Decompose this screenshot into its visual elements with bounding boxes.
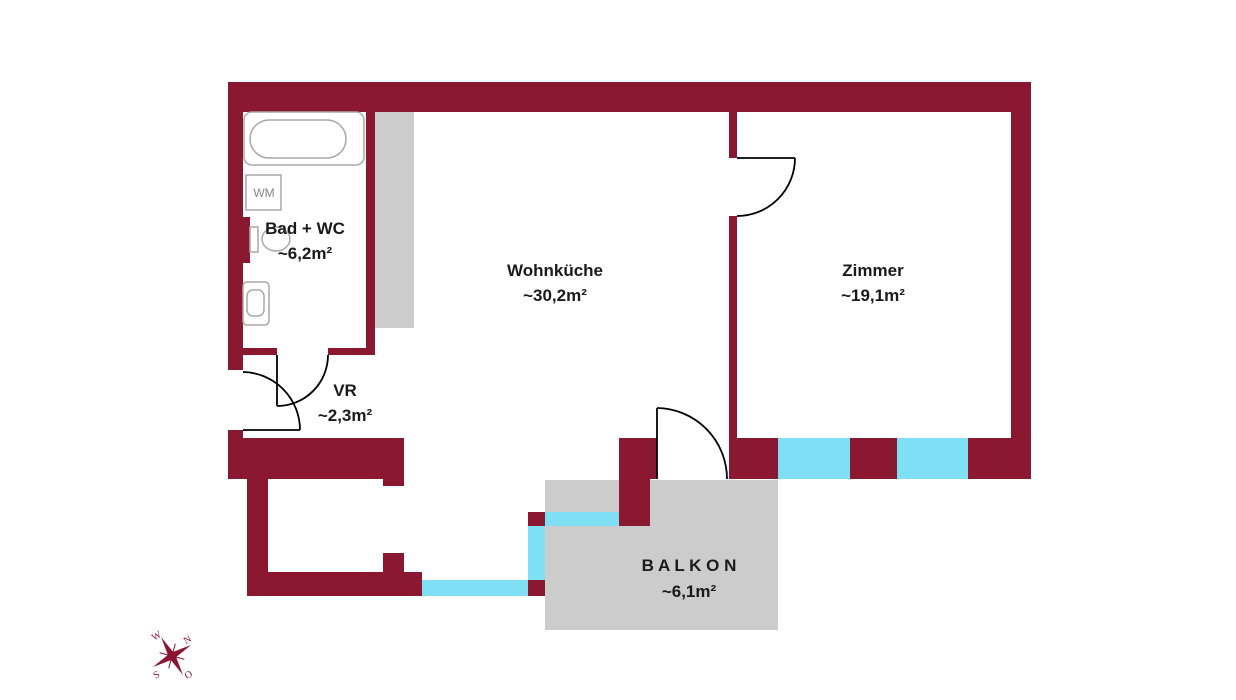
wall-bath-bottom-right <box>328 348 375 355</box>
compass-north: N <box>182 634 194 647</box>
toilet-tank <box>249 226 259 253</box>
door-zimmer <box>736 157 796 217</box>
room-labels: Bad + WC ~6,2m² Wohnküche ~30,2m² Zimmer… <box>265 219 905 601</box>
compass-south: S <box>152 669 162 681</box>
wall-zimmer-bottom-2 <box>850 438 897 479</box>
wall-top <box>228 82 1031 112</box>
zimmer-area: ~19,1m² <box>841 286 905 305</box>
wall-zimmer-bottom-3 <box>968 438 1031 479</box>
wall-balcony-pillar <box>619 438 657 479</box>
balcony-floor-upper <box>650 480 778 490</box>
floor-areas <box>375 112 778 630</box>
windows <box>422 438 968 596</box>
wall-entrance-post <box>383 438 404 486</box>
wall-partition <box>729 112 737 158</box>
wohnkueche-name: Wohnküche <box>507 261 603 280</box>
vr-name: VR <box>333 381 357 400</box>
wall-window-post-bottom <box>528 580 545 596</box>
bath-fixtures <box>242 111 365 326</box>
window-zimmer-right <box>897 438 968 479</box>
balkon-name: B A L K O N <box>642 556 737 575</box>
compass-star-icon <box>152 636 192 676</box>
washbasin-inner <box>246 289 265 317</box>
wohnkueche-area: ~30,2m² <box>523 286 587 305</box>
wall-entrance-block <box>228 438 404 479</box>
bad-name: Bad + WC <box>265 219 345 238</box>
washing-machine <box>245 174 282 211</box>
compass-east: O <box>183 669 195 682</box>
vr-area: ~2,3m² <box>318 406 373 425</box>
toilet-bowl <box>261 226 291 252</box>
wall-bath-niche <box>243 217 250 263</box>
wall-window-post-top <box>528 512 545 526</box>
balcony-floor <box>545 480 778 630</box>
window-zimmer-left <box>778 438 850 479</box>
wall-partition-lower <box>729 216 737 479</box>
door-balcony <box>656 407 728 480</box>
washbasin <box>242 281 270 326</box>
door-bathroom <box>276 354 329 407</box>
compass-rose: N W S O <box>150 629 195 682</box>
door-entrance <box>242 371 301 431</box>
compass-west: W <box>150 629 164 644</box>
bad-area: ~6,2m² <box>278 244 333 263</box>
doors <box>242 157 796 480</box>
window-balcony-top <box>545 512 619 526</box>
walls <box>228 82 1031 596</box>
wall-balcony-corner <box>619 479 650 526</box>
wall-storage-left <box>247 479 268 596</box>
zimmer-name: Zimmer <box>842 261 904 280</box>
bathtub <box>243 111 365 166</box>
balkon-area: ~6,1m² <box>662 582 717 601</box>
wall-right <box>1011 82 1031 479</box>
kitchen-counter <box>375 112 414 328</box>
wall-zimmer-bottom-1 <box>729 438 778 479</box>
wall-left-upper <box>228 82 243 370</box>
bathtub-inner <box>249 119 347 159</box>
window-balcony-side <box>528 526 545 580</box>
window-kitchen-bottom <box>422 580 528 596</box>
washing-machine-label: WM <box>253 186 274 200</box>
wall-bath-bottom-left <box>228 348 277 355</box>
wall-storage-post <box>383 553 404 596</box>
wall-bath-right <box>366 112 375 355</box>
